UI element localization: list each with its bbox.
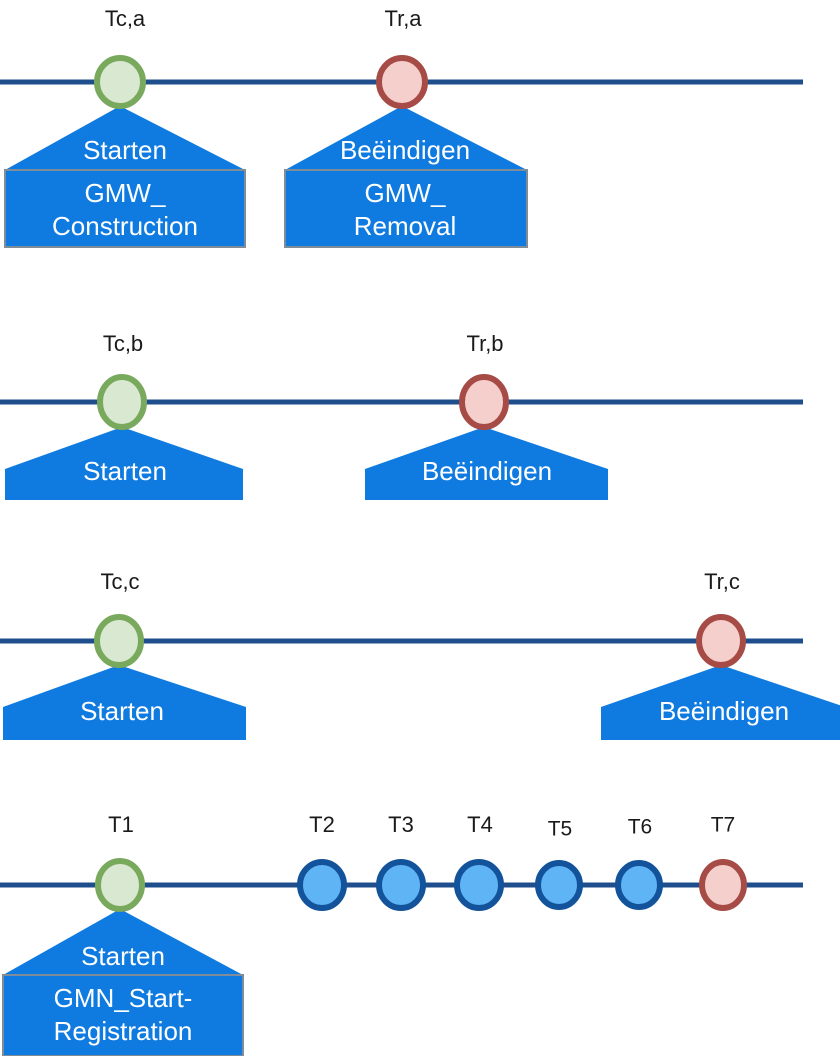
node-tc-b-marker[interactable] — [97, 374, 147, 430]
node-t7-label: T7 — [711, 814, 736, 837]
shape-starten-b-title: Starten — [83, 456, 167, 486]
node-tr-c-marker[interactable] — [696, 614, 746, 668]
node-t3-label: T3 — [388, 812, 414, 837]
shape-beeindigen-b-roof — [365, 427, 608, 500]
node-tc-b-label: Tc,b — [103, 331, 143, 356]
shape-starten-c: Starten — [3, 665, 246, 740]
node-t7-marker[interactable] — [699, 859, 747, 911]
node-tr-b-label: Tr,b — [466, 331, 503, 356]
node-tc-a-label: Tc,a — [105, 6, 146, 31]
shape-gmw-removal-body-box — [284, 169, 528, 248]
node-t5-marker[interactable] — [535, 860, 583, 910]
node-tc-a-marker[interactable] — [94, 55, 146, 109]
timeline-row-row-c: Starten Beëindigen Tc,c Tr,c — [0, 569, 840, 740]
node-tr-c-label: Tr,c — [704, 569, 740, 594]
shape-beeindigen-b: Beëindigen — [365, 427, 608, 500]
shape-starten-b-roof — [5, 427, 243, 500]
node-t2-marker[interactable] — [297, 859, 347, 911]
shape-starten-b: Starten — [5, 427, 243, 500]
node-tr-b-marker[interactable] — [459, 374, 509, 430]
shape-gmw-removal-body-line-2: Removal — [354, 211, 457, 241]
node-t2-label: T2 — [309, 812, 335, 837]
timeline-row-row-b: Starten Beëindigen Tc,b Tr,b — [0, 331, 803, 500]
shape-gmw-removal-body-line-1: GMW_ — [365, 178, 446, 208]
node-tc-c-marker[interactable] — [94, 614, 144, 668]
node-t4-label: T4 — [467, 812, 493, 837]
shape-gmw-construction-body-line-2: Construction — [52, 211, 198, 241]
node-t3-marker[interactable] — [376, 859, 426, 911]
shape-gmn-start-registration-body-line-1: GMN_Start- — [54, 983, 193, 1013]
shape-gmw-construction-title: Starten — [83, 135, 167, 165]
shape-gmw-construction-body-box — [4, 169, 246, 248]
shape-beeindigen-c-roof — [601, 665, 840, 740]
shape-gmw-removal-title: Beëindigen — [340, 135, 470, 165]
node-t5-label: T5 — [548, 818, 573, 841]
shape-gmn-start-registration-body-line-2: Registration — [54, 1016, 193, 1046]
shape-gmn-start-registration-roof — [3, 909, 243, 975]
shape-gmw-removal-roof — [285, 106, 527, 170]
shape-gmn-start-registration-title: Starten — [81, 941, 165, 971]
node-tr-a-marker[interactable] — [376, 55, 428, 109]
node-tr-a-label: Tr,a — [384, 6, 422, 31]
node-t1-label: T1 — [108, 812, 134, 837]
node-t6-label: T6 — [628, 816, 653, 839]
shape-starten-c-title: Starten — [80, 696, 164, 726]
node-t4-marker[interactable] — [454, 859, 504, 911]
node-tc-c-label: Tc,c — [100, 569, 139, 594]
shape-gmw-construction-body-line-1: GMW_ — [85, 178, 166, 208]
shape-gmw-construction-roof — [5, 106, 245, 170]
shape-starten-c-roof — [3, 665, 246, 740]
shape-gmn-start-registration-body-box — [2, 974, 244, 1056]
node-t1-marker[interactable] — [95, 858, 145, 912]
timeline-row-row-a: StartenGMW_ConstructionBeëindigenGMW_Rem… — [0, 6, 803, 248]
shape-beeindigen-c-title: Beëindigen — [659, 696, 789, 726]
shape-beeindigen-b-title: Beëindigen — [422, 456, 552, 486]
shape-beeindigen-c: Beëindigen — [601, 665, 840, 740]
node-t6-marker[interactable] — [615, 860, 663, 910]
